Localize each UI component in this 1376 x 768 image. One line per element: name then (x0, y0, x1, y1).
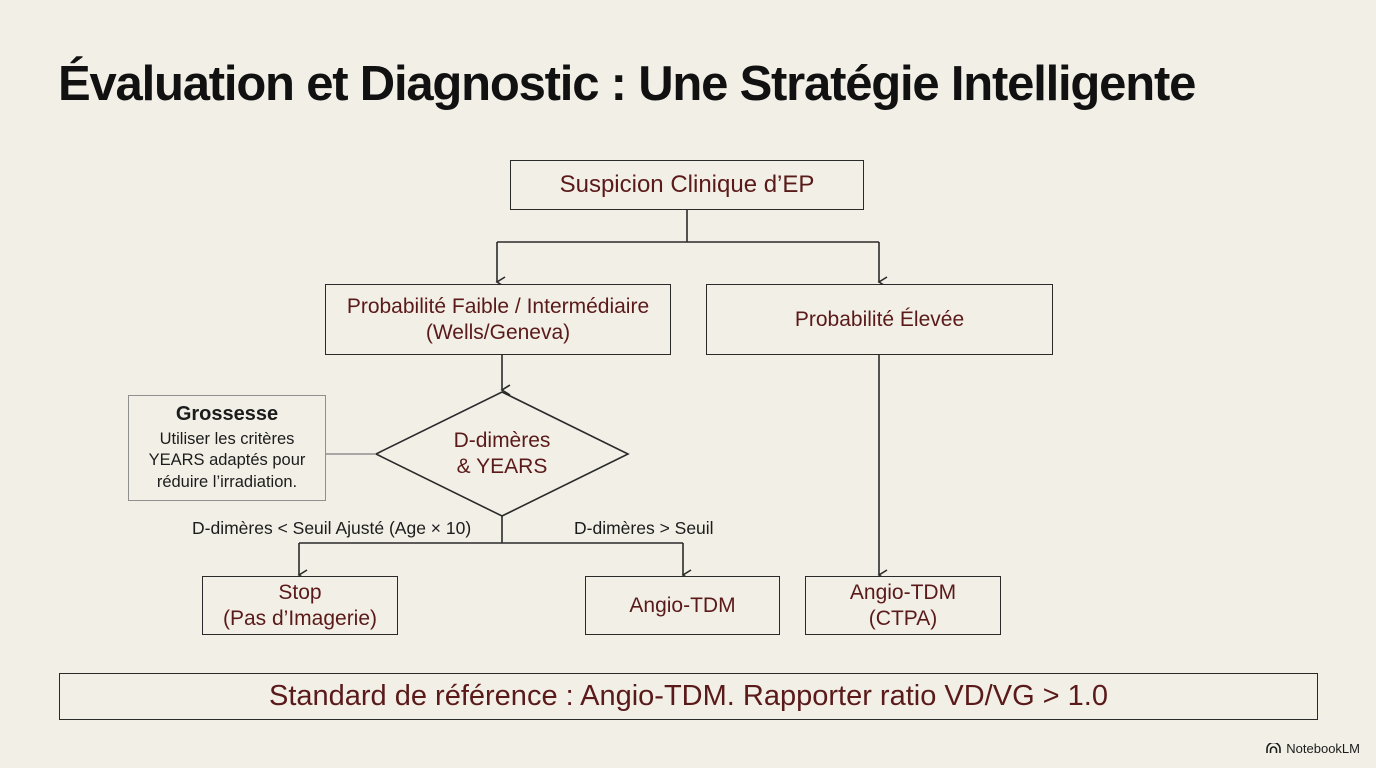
connector-suspicion-split (497, 210, 879, 243)
pregnancy-note-line-1: Utiliser les critères (159, 430, 295, 449)
node-ddimer-label: D-dimères (453, 429, 551, 452)
brand-name: NotebookLM (1286, 741, 1360, 756)
node-low-probability-sublabel: (Wells/Geneva) (425, 320, 571, 344)
node-ddimer-sublabel: & YEARS (456, 455, 548, 479)
notebooklm-logo-icon (1266, 743, 1282, 753)
node-suspicion-label: Suspicion Clinique d’EP (559, 171, 815, 199)
node-angio-tdm-label: Angio-TDM (629, 593, 736, 617)
pregnancy-note-line-3: réduire l’irradiation. (156, 472, 298, 491)
node-high-probability-label: Probabilité Élevée (794, 307, 965, 331)
node-stop: Stop (Pas d’Imagerie) (202, 576, 398, 635)
node-suspicion: Suspicion Clinique d’EP (510, 160, 864, 210)
node-angio-tdm-ctpa-sublabel: (CTPA) (868, 606, 938, 630)
page-title: Évaluation et Diagnostic : Une Stratégie… (58, 57, 1196, 111)
pregnancy-note-title: Grossesse (175, 403, 279, 426)
reference-standard-banner: Standard de référence : Angio-TDM. Rappo… (59, 673, 1318, 720)
connector-ddimer-split (299, 516, 683, 544)
node-angio-tdm-ctpa-label: Angio-TDM (849, 580, 957, 604)
pregnancy-note: Grossesse Utiliser les critères YEARS ad… (128, 395, 326, 501)
node-stop-sublabel: (Pas d’Imagerie) (222, 606, 378, 630)
node-high-probability: Probabilité Élevée (706, 284, 1053, 355)
node-stop-label: Stop (278, 580, 322, 604)
reference-standard-text: Standard de référence : Angio-TDM. Rappo… (268, 680, 1108, 712)
pregnancy-note-line-2: YEARS adaptés pour (148, 451, 306, 470)
brand-watermark: NotebookLM (1266, 741, 1360, 756)
node-low-probability: Probabilité Faible / Intermédiaire (Well… (325, 284, 671, 355)
node-angio-tdm: Angio-TDM (585, 576, 780, 635)
node-ddimer: D-dimères & YEARS (412, 428, 592, 481)
node-low-probability-label: Probabilité Faible / Intermédiaire (346, 294, 650, 318)
node-angio-tdm-ctpa: Angio-TDM (CTPA) (805, 576, 1001, 635)
branch-label-above-threshold: D-dimères > Seuil (574, 518, 714, 538)
branch-label-below-threshold: D-dimères < Seuil Ajusté (Age × 10) (192, 518, 472, 538)
